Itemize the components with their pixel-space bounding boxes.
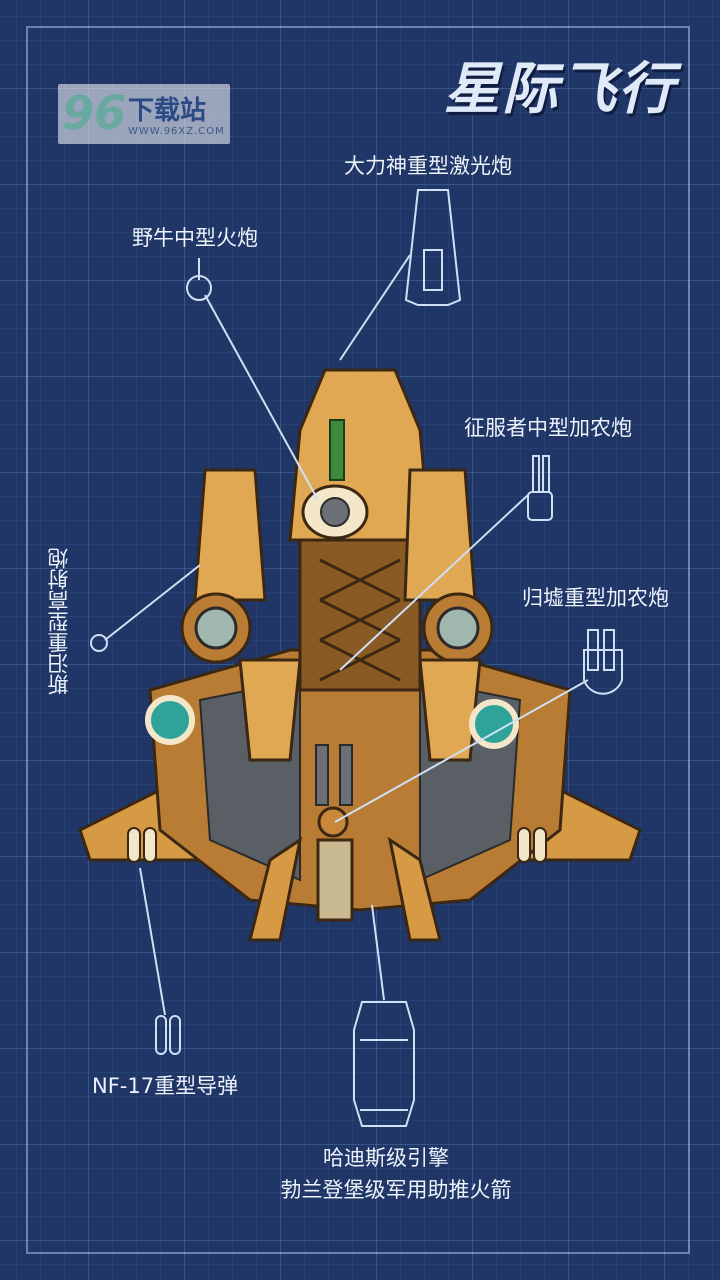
callout-lines	[104, 254, 589, 1016]
label-engine: 哈迪斯级引擎	[323, 1146, 449, 1170]
label-laser: 大力神重型激光炮	[344, 154, 512, 178]
label-missile: NF-17重型导弹	[92, 1074, 239, 1098]
watermark-number: 96	[62, 86, 127, 140]
ruins-diagram	[583, 649, 623, 695]
watermark-name: 下载站	[128, 96, 207, 126]
label-bison: 野牛中型火炮	[132, 226, 258, 250]
spaceship	[78, 368, 642, 942]
conqueror-diagram	[527, 491, 553, 521]
label-conqueror: 征服者中型加农炮	[464, 416, 632, 440]
blueprint-frame	[26, 26, 690, 1254]
watermark-url: WWW.96XZ.COM	[128, 126, 225, 137]
missile-diagram	[155, 1015, 167, 1055]
laser-diagram	[404, 189, 462, 306]
part-diagrams	[90, 189, 623, 1127]
label-antiair: 斯汨重型高射炮	[47, 548, 71, 695]
engine-diagram	[353, 1001, 415, 1127]
watermark-logo: 96 下载站 WWW.96XZ.COM	[58, 84, 230, 144]
label-ruins: 归墟重型加农炮	[522, 586, 669, 610]
antiair-diagram	[90, 634, 108, 652]
label-booster: 勃兰登堡级军用助推火箭	[280, 1178, 512, 1202]
game-title: 星际飞行	[444, 57, 676, 122]
